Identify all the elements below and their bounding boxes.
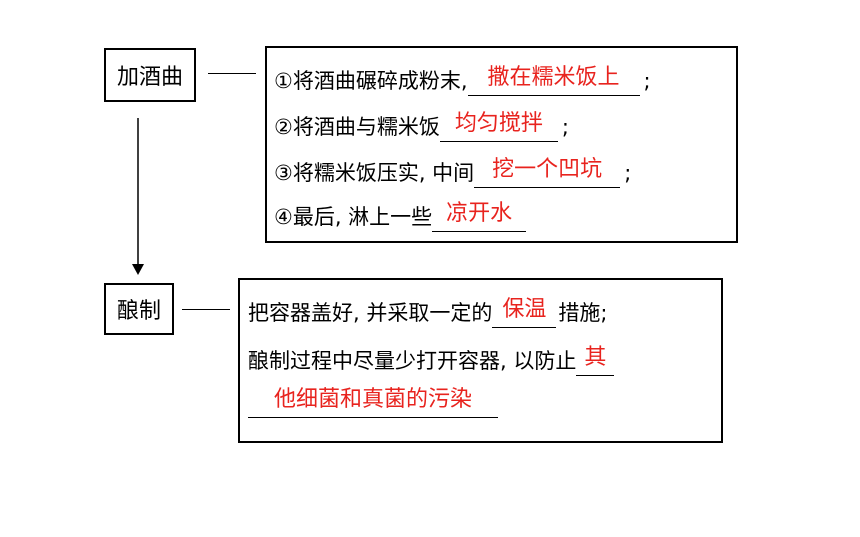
detail-line-4: ④最后, 淋上一些 凉开水 [274, 197, 527, 232]
answer-text: 挖一个凹坑 [492, 157, 603, 182]
line-text: ②将酒曲与糯米饭 [274, 115, 440, 139]
line-suffix: 措施; [558, 301, 608, 325]
step-detail-box-add-qu: ①将酒曲碾碎成粉末, 撒在糯米饭上 ; ②将酒曲与糯米饭 均匀搅拌 ; ③将糯米… [265, 46, 738, 243]
detail-line-1: 把容器盖好, 并采取一定的 保温 措施; [248, 294, 607, 328]
step-label-text: 酿制 [116, 299, 161, 324]
step-label-add-qu: 加酒曲 [104, 48, 196, 102]
answer-blank: 均匀搅拌 [439, 107, 558, 142]
answer-blank: 其 [576, 341, 615, 376]
line-text: 酿制过程中尽量少打开容器, 以防止 [248, 349, 577, 373]
step-label-text: 加酒曲 [116, 65, 183, 90]
flow-arrow [132, 118, 144, 275]
line-punct: ; [643, 69, 651, 93]
answer-blank: 凉开水 [432, 197, 527, 232]
line-text: 把容器盖好, 并采取一定的 [248, 301, 493, 325]
line-punct: ; [561, 115, 569, 139]
answer-text: 他细菌和真菌的污染 [273, 387, 472, 412]
answer-text: 撒在糯米饭上 [487, 65, 620, 90]
line-punct: ; [624, 161, 632, 185]
step-detail-box-brew: 把容器盖好, 并采取一定的 保温 措施; 酿制过程中尽量少打开容器, 以防止 其… [238, 278, 723, 443]
answer-blank: 挖一个凹坑 [474, 153, 621, 188]
line-text: ④最后, 淋上一些 [274, 205, 433, 229]
answer-text: 其 [584, 345, 607, 370]
detail-line-2: ②将酒曲与糯米饭 均匀搅拌 ; [274, 108, 569, 142]
line-text: ③将糯米饭压实, 中间 [274, 161, 475, 185]
answer-text: 保温 [502, 297, 547, 322]
answer-text: 均匀搅拌 [454, 111, 543, 136]
detail-line-3: ③将糯米饭压实, 中间 挖一个凹坑 ; [274, 154, 631, 188]
step-label-brew: 酿制 [104, 283, 174, 335]
detail-line-1: ①将酒曲碾碎成粉末, 撒在糯米饭上 ; [274, 62, 651, 96]
detail-line-3: 他细菌和真菌的污染 [248, 384, 498, 418]
detail-line-2: 酿制过程中尽量少打开容器, 以防止 其 [248, 341, 615, 376]
answer-blank: 他细菌和真菌的污染 [248, 383, 498, 418]
connector-dash [182, 309, 230, 310]
answer-blank: 撒在糯米饭上 [467, 61, 640, 96]
answer-blank: 保温 [492, 293, 557, 328]
connector-dash [208, 73, 256, 74]
answer-text: 凉开水 [446, 201, 513, 226]
line-text: ①将酒曲碾碎成粉末, [274, 69, 468, 93]
